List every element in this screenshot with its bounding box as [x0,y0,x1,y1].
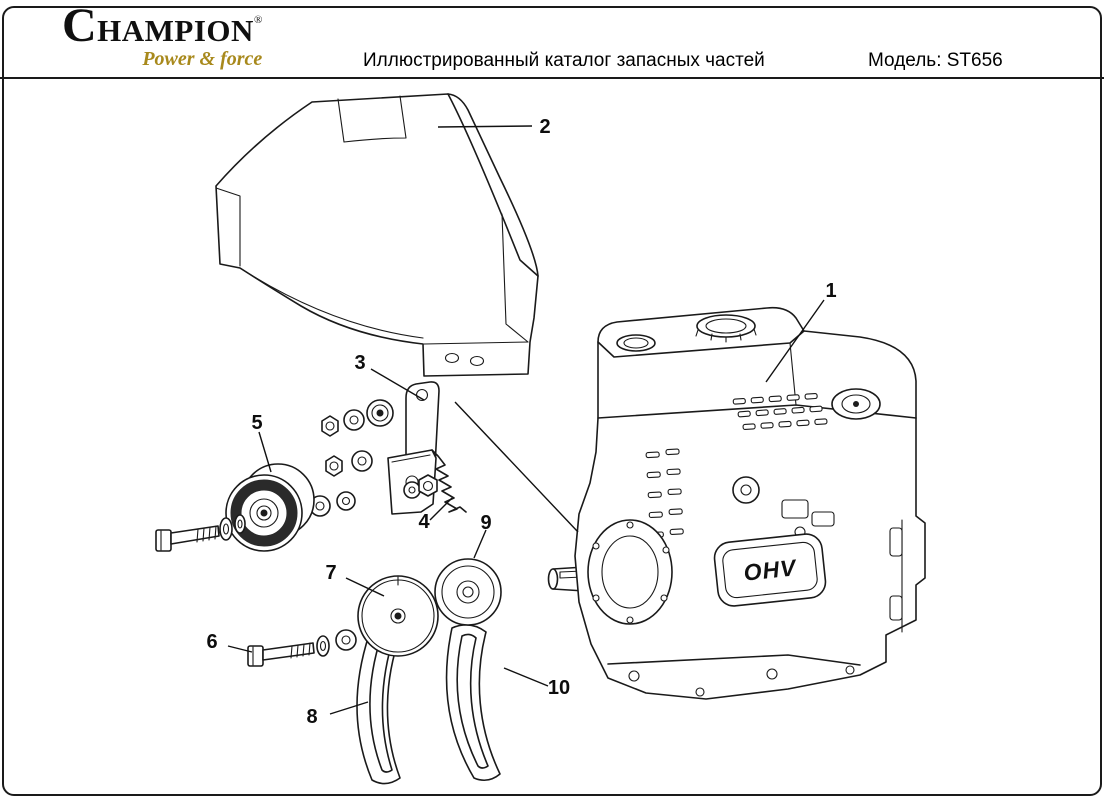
engine-vent-slots [732,392,828,431]
engine-badge-text: OHV [742,554,798,585]
brand-name: CHAMPION [62,0,254,52]
callout-4: 4 [418,511,430,533]
header-divider [0,77,1104,79]
belt-cover-illustration [215,93,539,377]
champion-logo: CHAMPION® Power & force [62,0,263,71]
tension-spring [431,449,467,513]
drive-pulley-bolt [155,514,246,552]
registered-mark: ® [253,14,263,26]
tensioner-bracket-hardware [309,381,440,517]
parts-diagram: OHV [155,93,926,785]
model-label: Модель: ST656 [868,50,1003,71]
brand-row: CHAMPION® [62,0,263,52]
engine-illustration: OHV [547,306,926,700]
engine-side-vents [645,448,684,539]
callout-1: 1 [825,280,836,302]
idler-bolt [247,629,357,667]
idler-disc [357,575,439,657]
callout-2: 2 [539,116,550,138]
auger-pulley [434,558,502,626]
drive-pulley [225,463,315,552]
callout-numbers: 1 2 3 4 5 6 7 8 9 10 [206,116,836,728]
callout-8: 8 [306,706,317,728]
callout-3: 3 [354,352,365,374]
callout-9: 9 [480,512,491,534]
callout-7: 7 [325,562,336,584]
callout-10: 10 [548,677,570,699]
callout-5: 5 [251,412,262,434]
page-title: Иллюстрированный каталог запасных частей [363,50,765,71]
brand-tagline: Power & force [142,48,263,70]
callout-6: 6 [206,631,217,653]
valve-cover: OHV [713,533,827,607]
callout-leader-lines [227,125,825,715]
